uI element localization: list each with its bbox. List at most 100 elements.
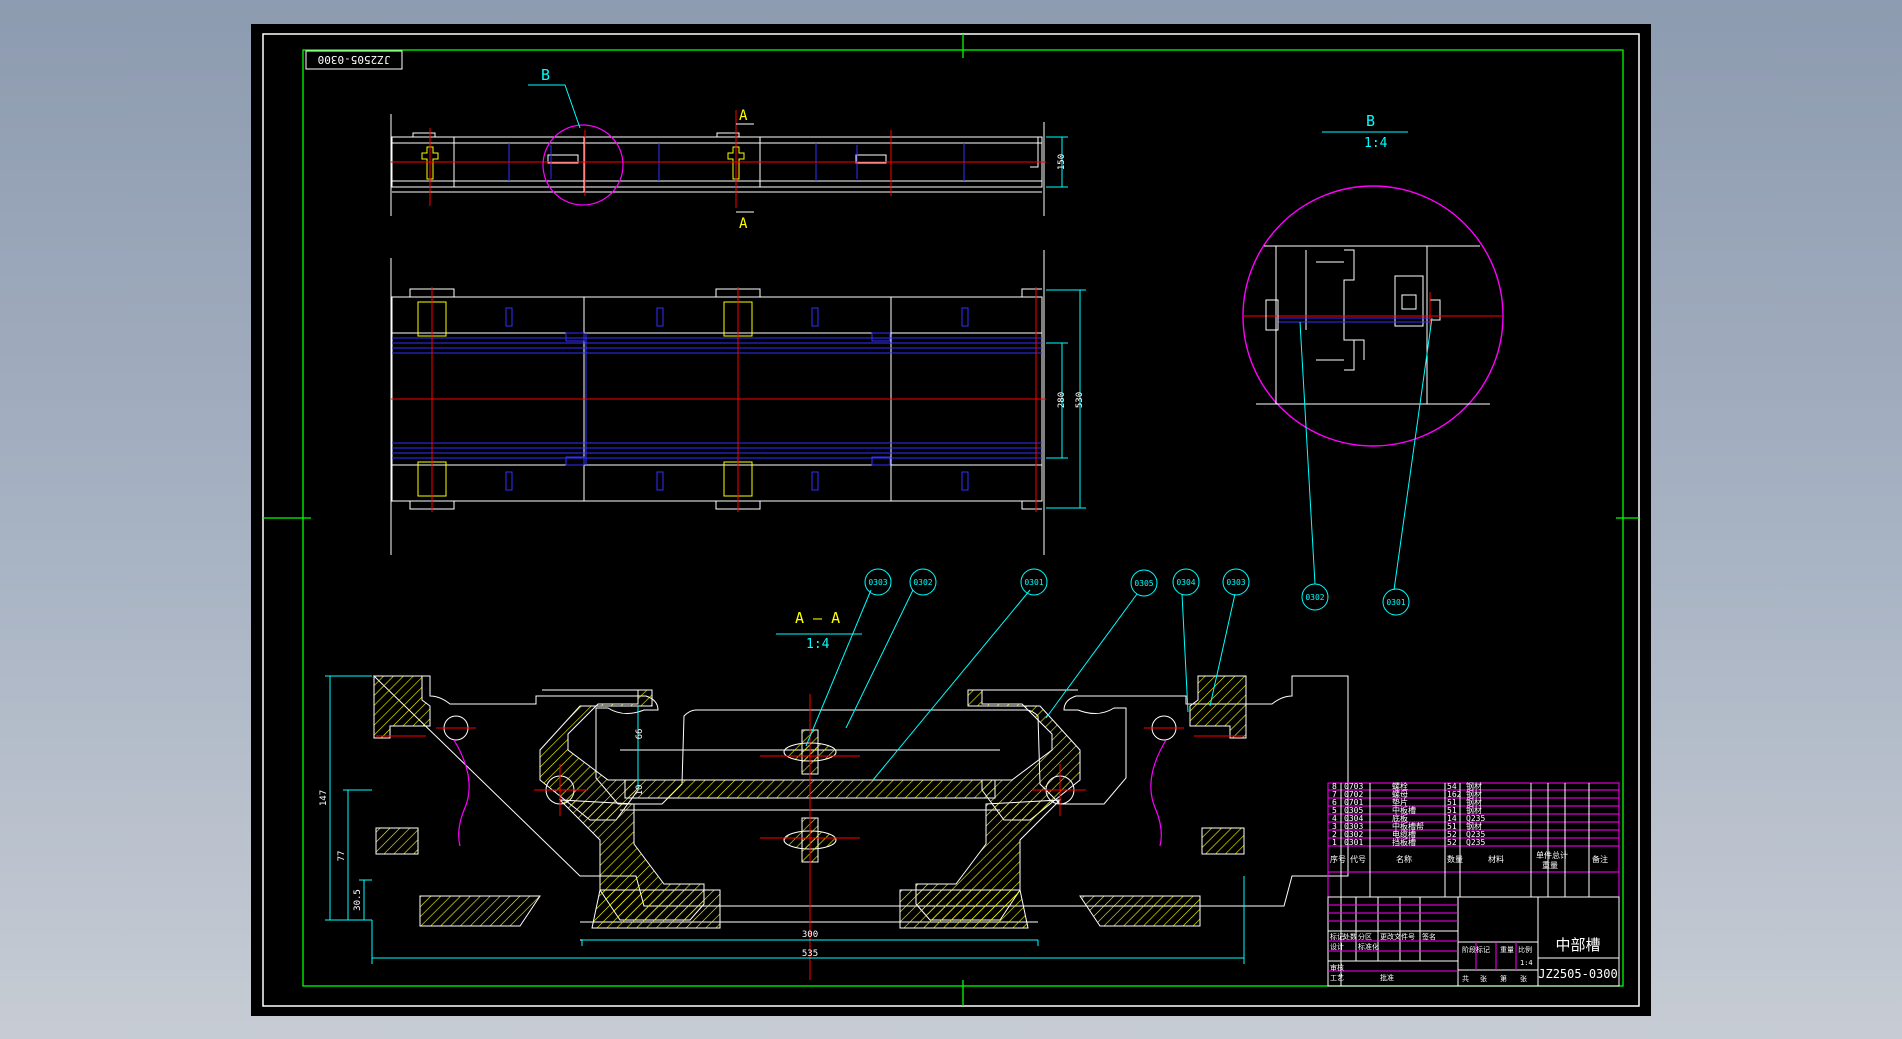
svg-text:51: 51 [1447, 806, 1457, 815]
svg-text:0301: 0301 [1344, 838, 1363, 847]
svg-text:0305: 0305 [1344, 806, 1363, 815]
svg-text:标记: 标记 [1330, 932, 1344, 941]
balloon: 0302 [909, 568, 937, 596]
svg-text:签名: 签名 [1422, 932, 1436, 941]
svg-text:52: 52 [1447, 838, 1457, 847]
svg-text:6: 6 [1332, 798, 1337, 807]
svg-text:重量: 重量 [1500, 946, 1514, 954]
svg-text:中板槽帮: 中板槽帮 [1392, 821, 1424, 831]
svg-text:比例: 比例 [1518, 945, 1532, 954]
svg-text:0702: 0702 [1344, 790, 1363, 799]
svg-text:螺母: 螺母 [1392, 789, 1408, 799]
svg-text:0305: 0305 [1134, 579, 1153, 588]
elevation-view [390, 250, 1086, 555]
svg-text:钢材: 钢材 [1466, 821, 1482, 831]
svg-text:批准: 批准 [1380, 973, 1394, 982]
sheet-background [251, 24, 1651, 1016]
drawing-number: JZ2505-0300 [1538, 967, 1617, 981]
balloon: 0301 [1382, 588, 1410, 616]
svg-text:0302: 0302 [1305, 593, 1324, 602]
svg-text:2: 2 [1332, 830, 1337, 839]
bom-row: 8 0703 螺栓 54 钢材 [1332, 781, 1482, 791]
drawing-number-rotated: JZ2505-0300 [305, 50, 403, 70]
svg-text:代号: 代号 [1350, 854, 1366, 864]
balloon: 0304 [1172, 568, 1200, 596]
balloon: 0301 [1020, 568, 1048, 596]
bom-table [1327, 782, 1620, 898]
svg-text:Q235: Q235 [1466, 838, 1485, 847]
label-b-marker: B [541, 66, 550, 84]
svg-text:JZ2505-0300: JZ2505-0300 [318, 53, 391, 66]
balloon: 0303 [864, 568, 892, 596]
detail-b-title: B [1366, 112, 1375, 130]
svg-text:0304: 0304 [1176, 578, 1195, 587]
svg-text:52: 52 [1447, 830, 1457, 839]
title-block-text: 标记 处数 分区 更改文件号 签名 设计 标准化 阶段标记 重量 比例 1:4 … [1330, 932, 1533, 983]
sheet-frame [262, 33, 1640, 1007]
svg-text:0302: 0302 [1344, 830, 1363, 839]
svg-text:钢材: 钢材 [1466, 789, 1482, 799]
svg-text:162: 162 [1447, 790, 1462, 799]
svg-text:0703: 0703 [1344, 782, 1363, 791]
dim-30: 30.5 [353, 889, 363, 911]
svg-text:数量: 数量 [1447, 854, 1463, 864]
svg-text:0302: 0302 [913, 578, 932, 587]
svg-text:重量: 重量 [1542, 860, 1558, 870]
svg-text:0303: 0303 [1344, 822, 1363, 831]
svg-text:序号: 序号 [1330, 854, 1346, 864]
svg-text:备注: 备注 [1592, 854, 1608, 864]
svg-text:0701: 0701 [1344, 798, 1363, 807]
svg-text:钢材: 钢材 [1466, 781, 1482, 791]
svg-text:0304: 0304 [1344, 814, 1363, 823]
dim-300: 300 [802, 930, 818, 940]
svg-text:工艺: 工艺 [1330, 974, 1344, 982]
svg-text:0301: 0301 [1386, 598, 1405, 607]
section-aa-scale: 1:4 [806, 637, 830, 652]
svg-text:5: 5 [1332, 806, 1337, 815]
svg-text:张: 张 [1520, 974, 1527, 983]
svg-text:3: 3 [1332, 822, 1337, 831]
svg-text:材料: 材料 [1488, 854, 1504, 864]
svg-text:51: 51 [1447, 822, 1457, 831]
dim-535: 535 [802, 949, 818, 959]
svg-text:标准化: 标准化 [1358, 942, 1379, 951]
svg-text:螺栓: 螺栓 [1392, 781, 1408, 791]
plan-view [390, 84, 1068, 216]
svg-text:8: 8 [1332, 782, 1337, 791]
svg-text:4: 4 [1332, 814, 1337, 823]
svg-text:51: 51 [1447, 798, 1457, 807]
dim-plan-height: 150 [1057, 154, 1067, 170]
svg-text:单件总计: 单件总计 [1536, 850, 1568, 860]
detail-b-scale: 1:4 [1364, 136, 1388, 151]
svg-text:审核: 审核 [1330, 963, 1344, 972]
dim-147: 147 [319, 790, 329, 806]
svg-text:54: 54 [1447, 782, 1457, 791]
svg-text:0303: 0303 [1226, 578, 1245, 587]
balloon: 0302 [1301, 583, 1329, 611]
section-aa-title: A — A [795, 609, 840, 627]
svg-text:名称: 名称 [1396, 854, 1412, 864]
svg-text:第: 第 [1500, 974, 1507, 983]
bom-row: 7 0702 螺母 162 钢材 [1332, 789, 1482, 799]
svg-text:0303: 0303 [868, 578, 887, 587]
detail-b-view [1242, 185, 1504, 447]
svg-text:底板: 底板 [1392, 813, 1408, 823]
dim-77: 77 [337, 851, 347, 862]
svg-text:1:4: 1:4 [1520, 959, 1533, 967]
svg-text:中板槽: 中板槽 [1392, 805, 1416, 815]
label-a-top: A [739, 108, 748, 124]
dim-10: 10 [635, 785, 645, 796]
svg-text:7: 7 [1332, 790, 1337, 799]
bom-row: 3 0303 中板槽帮 51 钢材 [1332, 821, 1482, 831]
title-block [1327, 896, 1620, 987]
svg-text:Q235: Q235 [1466, 814, 1485, 823]
svg-text:钢材: 钢材 [1466, 797, 1482, 807]
svg-text:0301: 0301 [1024, 578, 1043, 587]
